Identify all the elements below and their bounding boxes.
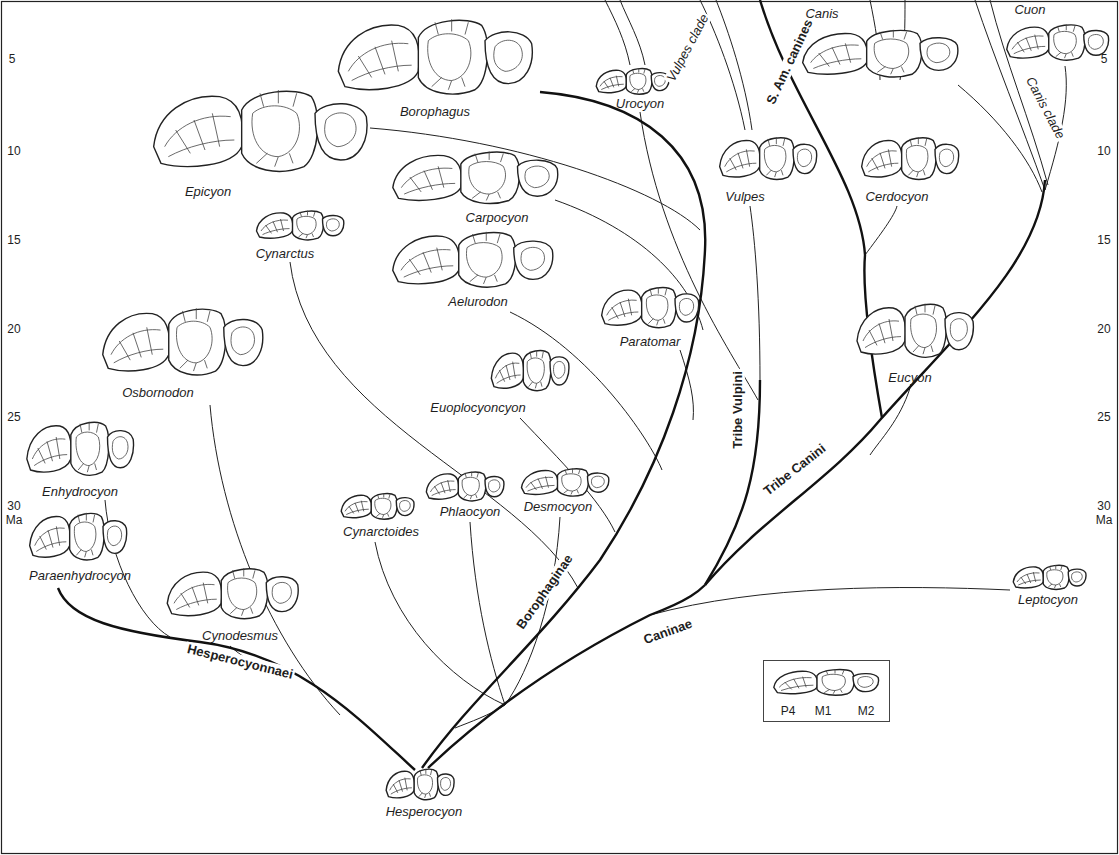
axis-tick-label: 20 <box>7 323 20 336</box>
axis-tick-label: 10 <box>1097 145 1110 158</box>
genus-label: Borophagus <box>400 105 470 119</box>
clade-label: Canis clade <box>1022 73 1068 143</box>
axis-tick-label: 30 <box>1097 500 1110 513</box>
tooth-key-label: M2 <box>858 704 875 718</box>
genus-label: Cynarctoides <box>343 525 419 539</box>
axis-tick-label: 5 <box>1101 53 1108 66</box>
genus-label: Hesperocyon <box>386 805 463 819</box>
genus-label: Cynodesmus <box>202 629 278 643</box>
axis-tick-label: 5 <box>9 53 16 66</box>
axis-tick-label: 10 <box>7 145 20 158</box>
tooth-key-label: M1 <box>815 704 832 718</box>
clade-label: Vulpes clade <box>663 10 712 86</box>
genus-label: Cynarctus <box>256 247 315 261</box>
genus-label: Phlaocyon <box>440 505 501 519</box>
axis-tick-label: 30 <box>7 500 20 513</box>
axis-tick-label: 25 <box>1097 411 1110 424</box>
axis-tick-label: 15 <box>7 234 20 247</box>
clade-label: Tribe Vulpini <box>731 369 745 451</box>
axis-tick-label: Ma <box>6 514 23 527</box>
genus-label: Enhydrocyon <box>42 485 118 499</box>
genus-label: Paraenhydrocyon <box>29 569 131 583</box>
genus-label: Osbornodon <box>122 386 194 400</box>
axis-tick-label: 15 <box>1097 234 1110 247</box>
axis-tick-label: Ma <box>1096 514 1113 527</box>
genus-label: Cerdocyon <box>866 190 929 204</box>
tooth-key-label: P4 <box>781 704 796 718</box>
genus-label: Cuon <box>1014 3 1045 17</box>
genus-label: Urocyon <box>616 97 664 111</box>
clade-label: Borophaginae <box>513 550 577 633</box>
axis-tick-label: 20 <box>1097 323 1110 336</box>
genus-label: Aelurodon <box>448 295 507 309</box>
genus-label: Epicyon <box>185 185 231 199</box>
tooth-key-box: P4 M1 M2 <box>763 660 890 722</box>
clade-branches <box>58 0 1045 770</box>
tooth-drawings <box>27 19 1109 800</box>
genus-label: Canis <box>805 7 838 21</box>
genus-label: Eucyon <box>888 371 931 385</box>
clade-label: Hesperocyonnaei <box>184 641 296 682</box>
genus-label: Vulpes <box>725 190 765 204</box>
genus-label: Leptocyon <box>1018 593 1078 607</box>
genus-label: Carpocyon <box>466 211 529 225</box>
clade-label: Tribe Canini <box>760 440 831 500</box>
genus-label: Euoplocyoncyon <box>430 401 525 415</box>
clade-label: Caninae <box>640 616 696 648</box>
genus-label: Desmocyon <box>524 500 593 514</box>
axis-tick-label: 25 <box>7 411 20 424</box>
genus-label: Paratomar <box>620 335 681 349</box>
